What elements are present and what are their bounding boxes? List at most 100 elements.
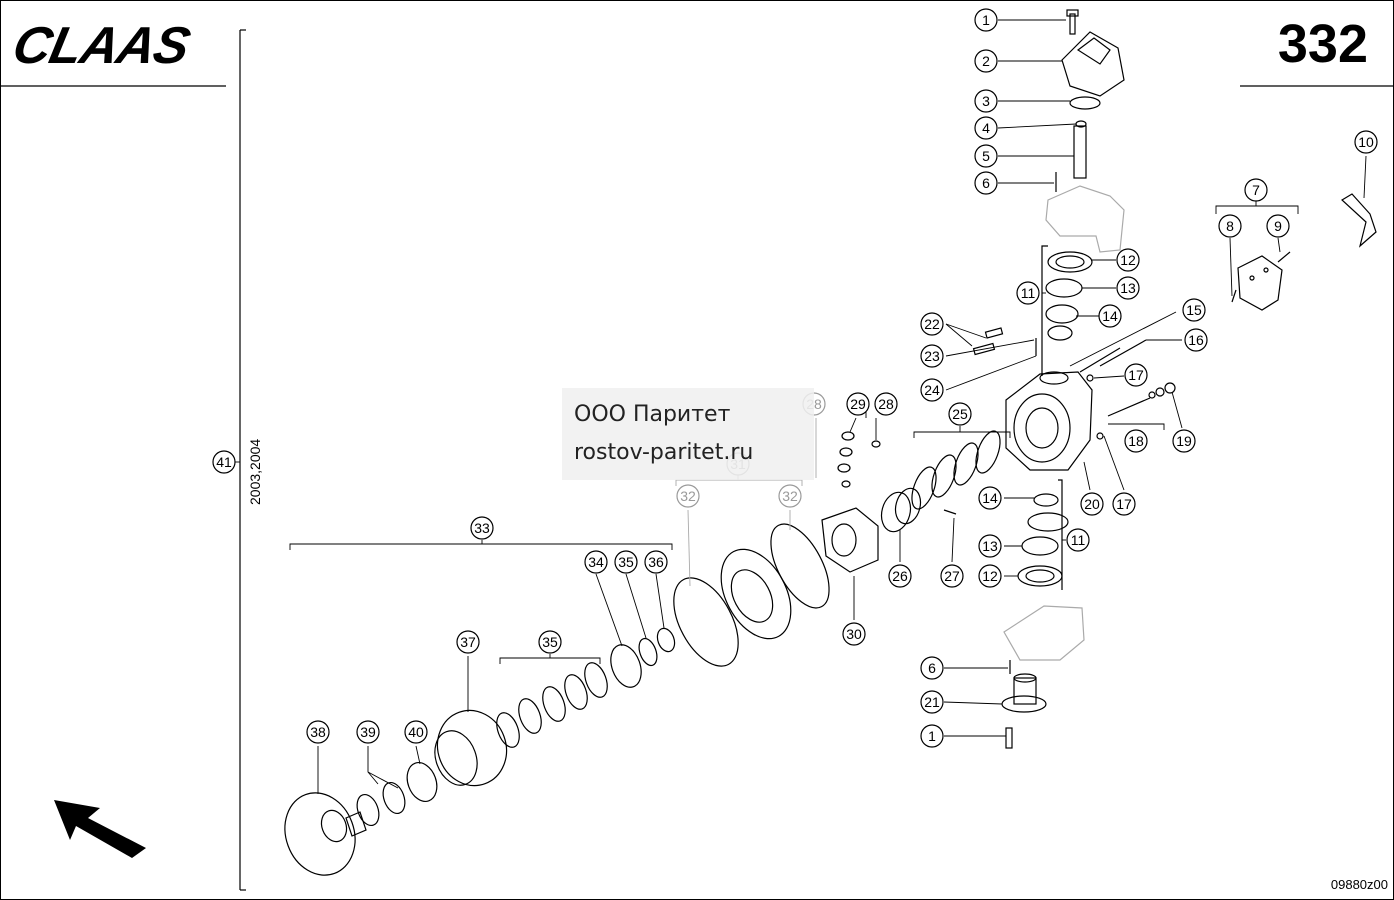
callout-14: 14 [1098,304,1122,328]
callout-23: 23 [920,344,944,368]
callout-34: 34 [584,550,608,574]
part-bushing-14-lower [1033,493,1059,507]
callout-12: 12 [978,564,1002,588]
watermark: ООО Паритет rostov-paritet.ru [562,388,814,480]
part-bracket-10 [1341,193,1377,248]
part-washer-17b [1096,432,1104,440]
callout-label: 41 [216,454,232,470]
callout-label: 5 [982,148,990,164]
watermark-company: ООО Паритет [574,402,731,427]
bracket-11-lower [1058,479,1063,590]
callout-label: 27 [944,568,960,584]
callout-25: 25 [948,402,972,426]
part-washer-17a [1086,374,1094,382]
callout-9: 9 [1266,214,1290,238]
page-number: 332 [1277,14,1368,74]
part-pivot-21 [1001,673,1047,713]
callout-label: 38 [310,724,326,740]
part-orings-25 [911,430,1001,510]
callout-label: 40 [408,724,424,740]
callout-5: 5 [974,144,998,168]
callout-41: 41 [212,450,236,474]
callout-20: 20 [1080,492,1104,516]
callout-label: 12 [1120,252,1136,268]
callout-label: 11 [1071,532,1086,548]
callout-label: 21 [924,694,940,710]
part-screw-9 [1277,251,1291,263]
callout-7: 7 [1244,178,1268,202]
callout-3: 3 [974,89,998,113]
callout-label: 19 [1176,433,1192,449]
part-ring-14b [1027,512,1069,532]
part-shaft-5 [1073,125,1087,179]
part-oring-13-upper [1045,278,1083,298]
part-oring-13-lower [1021,536,1059,556]
callout-28: 28 [874,392,898,416]
callout-label: 1 [928,728,936,744]
callout-14: 14 [978,486,1002,510]
part-bushing-14-upper [1047,325,1073,341]
callout-29: 29 [846,392,870,416]
callout-label: 11 [1021,285,1036,301]
callout-26: 26 [888,564,912,588]
part-seal-12-upper [1047,251,1093,273]
callout-4: 4 [974,116,998,140]
callout-13: 13 [978,534,1002,558]
callout-label: 16 [1188,332,1204,348]
callout-38: 38 [306,720,330,744]
callout-label: 3 [982,93,990,109]
part-nut-19 [1164,382,1176,394]
callout-6: 6 [974,171,998,195]
callout-37: 37 [456,630,480,654]
callout-10: 10 [1354,130,1378,154]
callout-label: 28 [878,396,894,412]
part-seal-12-lower [1017,565,1063,587]
callout-1: 1 [920,724,944,748]
bracket-11-upper [1041,245,1048,376]
callout-label: 14 [1102,308,1118,324]
callout-17: 17 [1124,363,1148,387]
callout-label: 26 [892,568,908,584]
callout-13: 13 [1116,276,1140,300]
callout-label: 32 [680,488,696,504]
part-bolt-16 [1099,339,1147,367]
part-ring-39b [382,781,406,815]
callout-label: 29 [850,396,866,412]
callout-label: 12 [982,568,998,584]
part-ring-14a [1045,304,1079,324]
part-oring-3 [1069,96,1101,110]
callout-15: 15 [1182,298,1206,322]
part-oring-32-right [770,523,830,609]
part-pins-29 [837,431,855,488]
part-cam-ring-31 [720,548,792,640]
callout-label: 13 [1120,280,1136,296]
callout-39: 39 [356,720,380,744]
part-oring-32-left [673,577,739,667]
callout-label: 35 [618,554,634,570]
callout-label: 17 [1116,496,1132,512]
callout-8: 8 [1218,214,1242,238]
part-pins-22 [972,327,1004,356]
part-bearing-40 [406,762,438,802]
part-cover-2 [1061,31,1125,97]
callout-16: 16 [1184,328,1208,352]
part-ball-28 [871,440,881,448]
callout-27: 27 [940,564,964,588]
part-flange-38 [284,792,367,876]
callout-11: 11 [1066,528,1090,552]
callout-label: 37 [460,634,476,650]
callout-label: 35 [542,634,558,650]
part-pin-8 [1231,289,1237,303]
callout-2: 2 [974,49,998,73]
callout-35: 35 [538,630,562,654]
callout-36: 36 [644,550,668,574]
callout-label: 15 [1186,302,1202,318]
callout-label: 30 [846,626,862,642]
part-bolt-1-bottom [1005,727,1013,749]
callout-label: 7 [1252,182,1260,198]
callout-label: 24 [924,382,940,398]
callout-12: 12 [1116,248,1140,272]
part-seal-36 [656,627,676,653]
callout-label: 25 [952,406,968,422]
